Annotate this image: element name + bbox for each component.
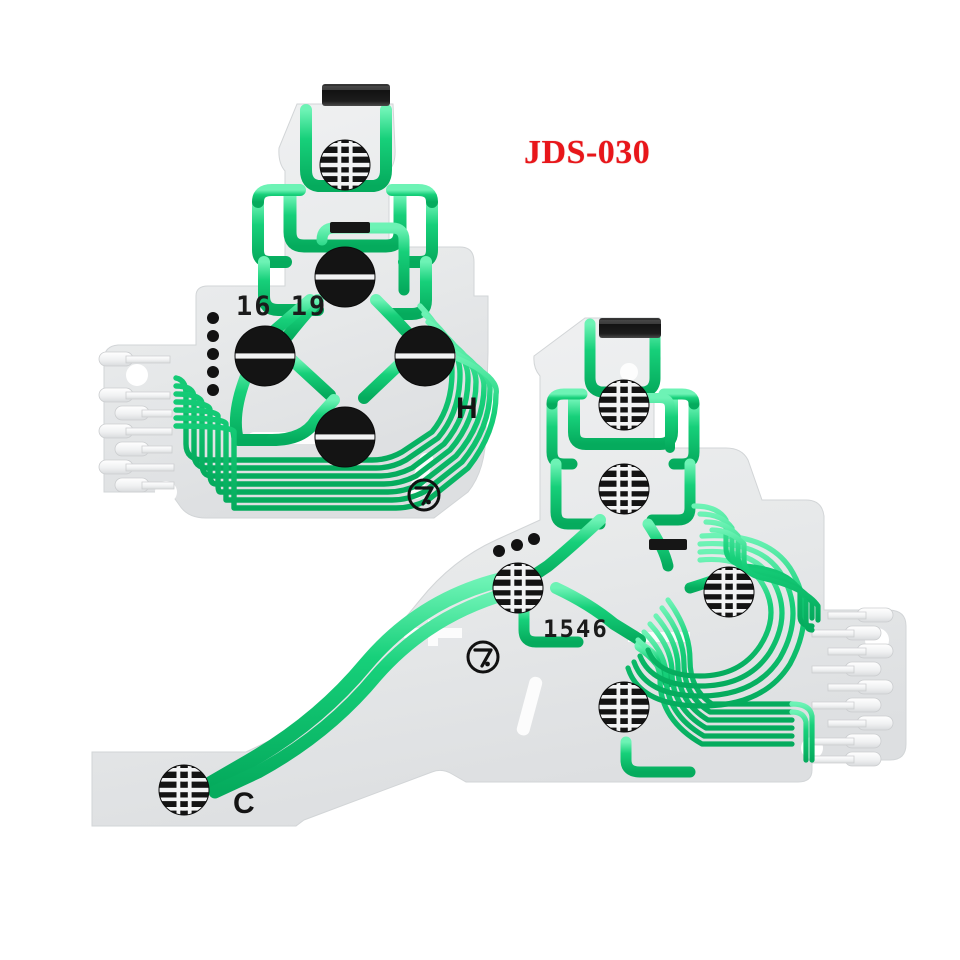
flex-letter-mark-c: C [233, 787, 255, 820]
ribbon-fingers-upper-left [98, 351, 175, 493]
zif-connector-lower-right [599, 318, 661, 338]
mounting-hole [126, 364, 148, 386]
mounting-hole [620, 363, 638, 381]
contact-pad-dpad-left [233, 325, 297, 387]
alignment-dots-upper-left [207, 312, 219, 396]
contact-pad-dpad-down [313, 406, 377, 468]
flex-letter-mark-h: H [456, 392, 478, 425]
ribbon-fingers-lower-right [811, 607, 894, 767]
batch-code-lower-right: 1546 [543, 615, 609, 643]
zif-connector-upper-left [322, 84, 390, 106]
conductive-traces-lower-right [202, 318, 821, 799]
flex-circuit-lower-right [91, 317, 907, 827]
smd-pad [649, 539, 687, 550]
smd-pad [330, 222, 370, 233]
flex-circuit-upper-left [98, 84, 499, 519]
alignment-dots-lower-right [493, 533, 540, 557]
batch-code-upper-left: 16 19 [236, 291, 328, 322]
contact-pad-dpad-right [393, 325, 457, 387]
part-number-label: JDS-030 [524, 134, 651, 171]
